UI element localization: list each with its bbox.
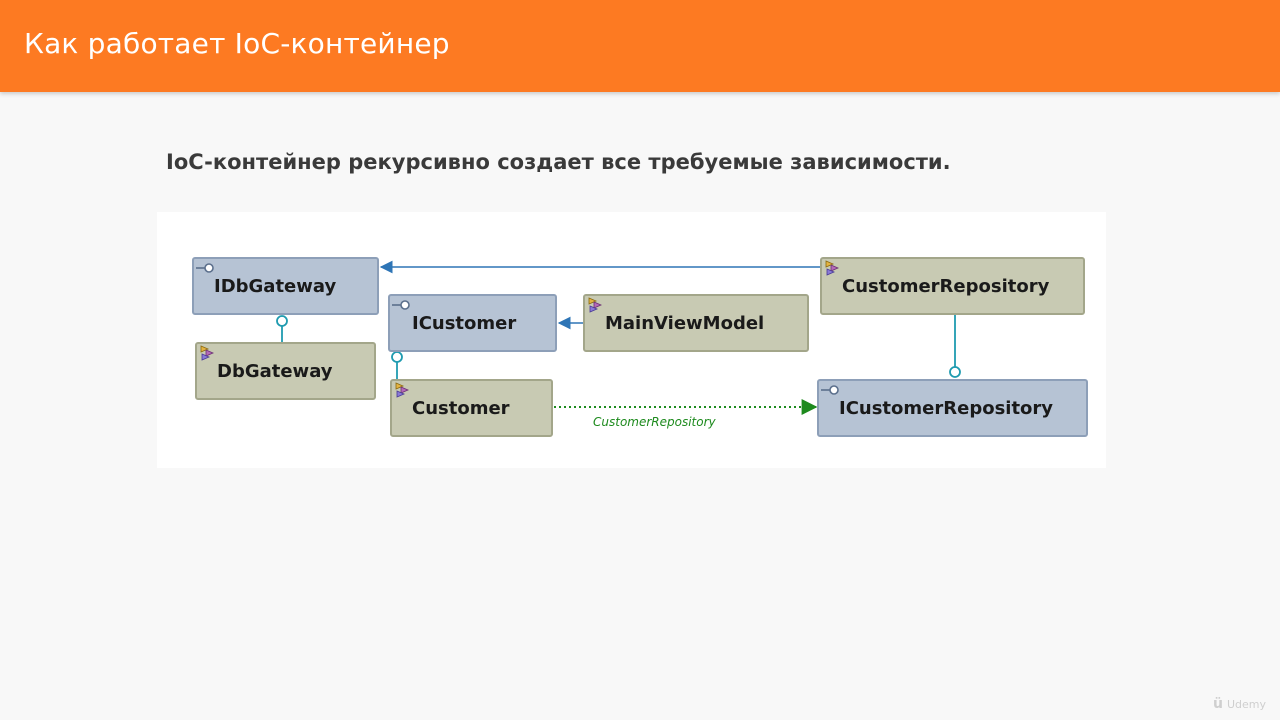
node-icustomer: ICustomer [388,294,557,352]
node-customerrepository: CustomerRepository [820,257,1085,315]
udemy-logo-icon: ü [1213,696,1223,712]
edge-label-customerrepository: CustomerRepository [593,415,716,429]
node-dbgateway: DbGateway [195,342,376,400]
interface-icon [196,263,214,273]
node-customer: Customer [390,379,553,437]
node-label: Customer [412,397,510,419]
node-label: ICustomer [412,312,517,334]
node-idbgateway: IDbGateway [192,257,379,315]
lollipop-icustomer [391,351,403,363]
slide-subtitle: IoC-контейнер рекурсивно создает все тре… [166,150,951,174]
node-mainviewmodel: MainViewModel [583,294,809,352]
slide-header: Как работает IoC-контейнер [0,0,1280,92]
lollipop-idbgateway [276,315,288,327]
interface-icon [392,300,410,310]
class-icon [825,260,840,276]
node-label: IDbGateway [214,275,337,297]
node-label: MainViewModel [605,312,765,334]
node-label: DbGateway [217,360,333,382]
interface-icon [821,385,839,395]
watermark-text: Udemy [1226,697,1266,711]
class-diagram: IDbGateway DbGateway ICustomer Customer [157,212,1106,468]
diagram-connectors [276,260,961,415]
node-label: CustomerRepository [842,275,1050,297]
node-icustomerrepository: ICustomerRepository [817,379,1088,437]
lollipop-icustomerrepository [949,366,961,378]
class-icon [200,345,215,361]
slide-title: Как работает IoC-контейнер [24,27,450,60]
class-icon [588,297,603,313]
class-icon [395,382,410,398]
node-label: ICustomerRepository [839,397,1054,419]
udemy-watermark: ü Udemy [1213,696,1266,712]
